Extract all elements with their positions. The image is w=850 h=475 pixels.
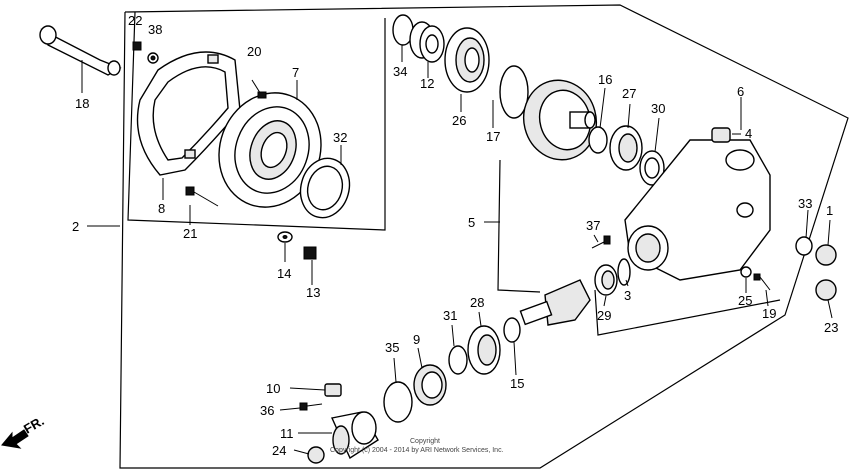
bolt-37-part <box>591 235 611 249</box>
callout-19: 19 <box>762 306 776 321</box>
callout-21: 21 <box>183 226 197 241</box>
callout-3: 3 <box>624 288 631 303</box>
seal-30-part <box>639 150 665 186</box>
callout-37: 37 <box>586 218 600 233</box>
callout-33: 33 <box>798 196 812 211</box>
bolt-19-part <box>753 273 771 291</box>
callout-1: 1 <box>826 203 833 218</box>
bearing-28-part <box>467 325 501 375</box>
callout-11: 11 <box>280 426 294 441</box>
callout-35: 35 <box>385 340 399 355</box>
bearing-26-part <box>444 27 490 93</box>
callout-32: 32 <box>333 130 347 145</box>
assembly-frame <box>119 4 849 469</box>
shim-3-part <box>617 258 631 286</box>
callout-14: 14 <box>277 266 291 281</box>
callout-26: 26 <box>452 113 466 128</box>
callout-36: 36 <box>260 403 274 418</box>
gear-case-part <box>624 139 771 281</box>
callout-31: 31 <box>443 308 457 323</box>
callout-25: 25 <box>738 293 752 308</box>
brake-shoe-part <box>136 51 241 176</box>
ring-gear-part <box>523 79 597 161</box>
brake-panel-part <box>218 92 322 208</box>
oil-seal-part <box>299 157 351 219</box>
nut-1-part <box>815 244 837 266</box>
coupling-11-part <box>331 411 379 460</box>
front-direction-arrow: FR. <box>1 413 47 449</box>
bolt-washer-part <box>132 41 159 64</box>
sleeve-9-part <box>413 364 447 406</box>
joint-10-part <box>324 383 342 397</box>
bearing-27-part <box>609 125 643 171</box>
ring-31-part <box>448 345 468 375</box>
bolt-21-part <box>185 186 219 207</box>
copyright-line-1: Copyright <box>410 438 440 445</box>
callout-10: 10 <box>266 381 280 396</box>
nut-24-part <box>307 446 325 464</box>
pipe-part <box>39 25 122 76</box>
callout-5: 5 <box>468 215 475 230</box>
cap-23-part <box>815 279 837 301</box>
o-ring-35-part <box>383 381 413 423</box>
callout-7: 7 <box>292 65 299 80</box>
callout-17: 17 <box>486 129 500 144</box>
callout-24: 24 <box>272 443 286 458</box>
breather-cap-part <box>711 127 731 143</box>
callout-13: 13 <box>306 285 320 300</box>
callout-18: 18 <box>75 96 89 111</box>
callout-12: 12 <box>420 76 434 91</box>
callout-38: 38 <box>148 22 162 37</box>
callout-20: 20 <box>247 44 261 59</box>
washer-25-part <box>740 266 752 278</box>
copyright-line-2: Copyright (c) 2004 - 2014 by ARI Network… <box>330 447 504 454</box>
callout-15: 15 <box>510 376 524 391</box>
callout-2: 2 <box>72 219 79 234</box>
bolt-20-part <box>251 79 267 99</box>
callout-16: 16 <box>598 72 612 87</box>
callout-9: 9 <box>413 332 420 347</box>
snap-ring-17-part <box>499 65 529 119</box>
callout-28: 28 <box>470 295 484 310</box>
o-ring-33-part <box>795 236 813 256</box>
callout-29: 29 <box>597 308 611 323</box>
callout-23: 23 <box>824 320 838 335</box>
copyright-notice: Copyright Copyright (c) 2004 - 2014 by A… <box>330 438 504 454</box>
callout-22: 22 <box>128 13 142 28</box>
callout-4: 4 <box>745 126 752 141</box>
nut-13-part <box>303 246 317 260</box>
callout-34: 34 <box>393 64 407 79</box>
washer-14-part <box>277 231 293 243</box>
collar-12-part <box>409 21 445 63</box>
callout-labels: 1 2 3 4 5 6 7 8 9 10 11 12 13 14 15 16 1… <box>72 13 838 458</box>
callout-8: 8 <box>158 201 165 216</box>
pinion-gear-part <box>519 279 591 326</box>
callout-27: 27 <box>622 86 636 101</box>
ring-15-part <box>503 317 521 343</box>
bearing-29-part <box>594 264 618 296</box>
leader-lines <box>81 45 833 455</box>
bolt-36-part <box>299 402 323 411</box>
shim-16-part <box>588 126 608 154</box>
callout-6: 6 <box>737 84 744 99</box>
callout-30: 30 <box>651 101 665 116</box>
